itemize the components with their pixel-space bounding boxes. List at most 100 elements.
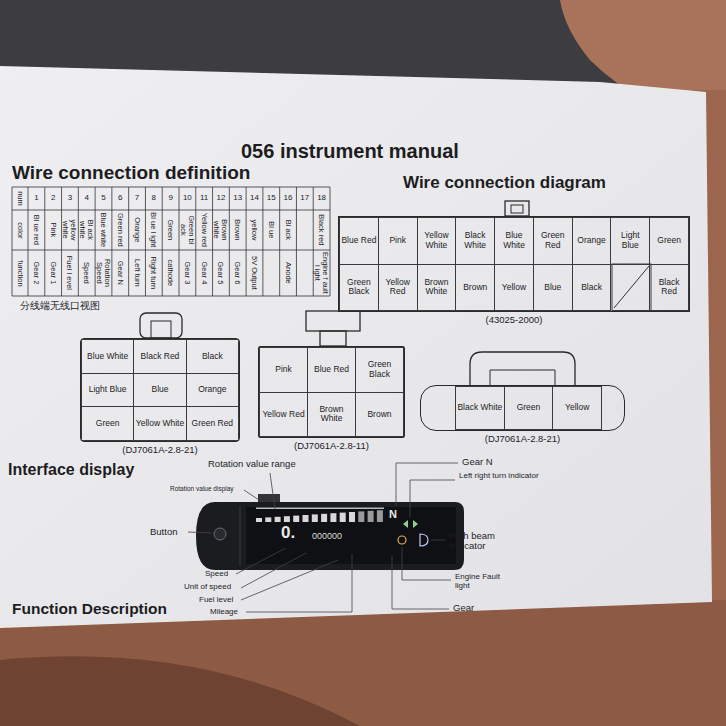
connector-housing: (DJ7061A-2.8-11)PinkBlue RedGreen BlackY… <box>258 346 405 438</box>
leader-line <box>241 553 306 588</box>
pin-number: 17 <box>296 187 313 210</box>
connector-housing: (DJ7061A-2.8-21)Black WhiteGreenYellow <box>420 385 625 431</box>
section-heading: Wire connection diagram <box>403 174 606 193</box>
palm-shadow <box>0 656 360 726</box>
wire-cavity: Yellow <box>494 264 534 312</box>
wire-cavity: Black White <box>455 217 495 265</box>
wire-cavity: Yellow White <box>133 406 186 441</box>
connector-latch <box>511 205 523 213</box>
connector-housing: (43025-2000)Blue RedPinkYellow WhiteBlac… <box>338 216 690 312</box>
wire-cavity: Yellow Red <box>378 264 418 312</box>
wire-cavity: Green <box>504 386 554 430</box>
wire-cavity: Orange <box>572 217 612 265</box>
wire-color: Green <box>657 236 681 245</box>
pin-function: 5V Output <box>247 251 263 294</box>
wire-cavity: Black Red <box>133 339 186 374</box>
leader-line <box>188 532 211 533</box>
pin-function: cathode <box>163 251 179 294</box>
pin-number: 7 <box>129 187 146 210</box>
wire-color: Blue White <box>496 231 532 250</box>
lcd-screen <box>246 507 456 564</box>
pin-function: Gear 4 <box>196 251 212 294</box>
wire-color: Green <box>163 211 179 248</box>
wire-cavity: Blue <box>533 264 573 312</box>
leader-line <box>410 480 455 517</box>
table-row-header: num <box>13 189 28 209</box>
callout-label: Speed <box>205 570 228 579</box>
display-readout: 000000 <box>312 532 342 542</box>
pin-function: Gear 5 <box>213 251 229 294</box>
display-readout: 0. <box>281 524 295 543</box>
wire-cavity: Green Black <box>355 347 404 393</box>
wire-color: Blue <box>151 385 168 394</box>
connector-latch <box>140 313 182 338</box>
wire-cavity: Brown <box>355 392 404 438</box>
wire-color: Yellow White <box>419 231 455 250</box>
leader-line <box>246 554 352 612</box>
rotation-bar <box>330 513 336 522</box>
wire-color: Blue Red <box>314 365 349 374</box>
wire-color: Black <box>202 352 223 361</box>
empty-cavity-slash <box>614 266 649 308</box>
pin-number: 12 <box>213 187 230 210</box>
wire-cavity: Pink <box>378 217 418 265</box>
wire-color: Brown White <box>419 278 455 297</box>
manual-paper <box>0 66 712 628</box>
callout-label: Button <box>150 527 177 537</box>
wire-color: Pink <box>45 211 61 248</box>
callout-label: Fuel level <box>199 596 233 605</box>
leader-line <box>244 490 259 500</box>
wire-color: yellow <box>247 211 263 248</box>
turn-indicator-icon <box>403 520 418 528</box>
connector-housing: (DJ7061A-2.8-21)Blue WhiteBlack RedBlack… <box>80 338 240 442</box>
connector-caption: (DJ7061A-2.8-11) <box>229 440 434 451</box>
pin-number: 11 <box>196 187 213 210</box>
pin-function: Gear N <box>112 251 128 294</box>
connector-caption: (43025-2000) <box>309 314 719 325</box>
table-row-header: function <box>13 252 28 295</box>
wire-color: Blue Red <box>341 236 376 245</box>
wire-color: Green Red <box>192 419 234 428</box>
wire-color: Black White <box>457 231 493 250</box>
connector-caption: (DJ7061A-2.8-21) <box>391 433 654 444</box>
rotation-bar <box>377 510 383 522</box>
rotation-bar <box>349 512 355 522</box>
wire-color: Blue white <box>96 211 112 248</box>
wire-cavity: Blue <box>133 373 186 408</box>
connector-latch <box>306 311 360 331</box>
wire-cavity: Yellow Red <box>259 392 308 438</box>
pin-function: Rotation Speed <box>96 251 112 294</box>
pin-number: 2 <box>45 187 62 210</box>
callout-label: Engine Fault light <box>455 573 513 591</box>
section-heading: Function Description <box>12 600 167 617</box>
pin-number: 13 <box>229 187 246 210</box>
wire-color: Bl ue <box>263 211 279 248</box>
wire-cavity: Blue White <box>494 217 534 265</box>
wire-cavity: Black <box>186 339 239 374</box>
wire-color: Black White <box>457 403 502 412</box>
rotation-bar <box>275 517 281 522</box>
pin-function: Right turn <box>146 251 162 294</box>
wire-cavity: Blue Red <box>339 217 379 265</box>
wire-color: Brown <box>367 410 391 419</box>
rotation-bar <box>368 511 374 522</box>
pin-function: Gear 6 <box>230 251 246 294</box>
pin-number: 9 <box>162 187 179 210</box>
callout-label: Unit of speed <box>184 583 231 592</box>
table-row-header: color <box>13 212 28 249</box>
wire-cavity: Green Black <box>339 264 379 312</box>
wire-color: Bl ack white <box>79 211 95 248</box>
callout-label: Gear N <box>462 457 493 467</box>
wire-color: Green Black <box>357 360 402 379</box>
leader-line <box>236 548 286 574</box>
wire-cavity: Brown <box>455 264 495 312</box>
rotation-bar <box>321 514 327 522</box>
wire-color: Light Blue <box>89 385 127 394</box>
rotation-bar <box>265 517 271 522</box>
wire-color: Green red <box>112 211 128 248</box>
display-readout: N <box>389 508 397 520</box>
wire-cavity: Black Red <box>649 264 689 312</box>
